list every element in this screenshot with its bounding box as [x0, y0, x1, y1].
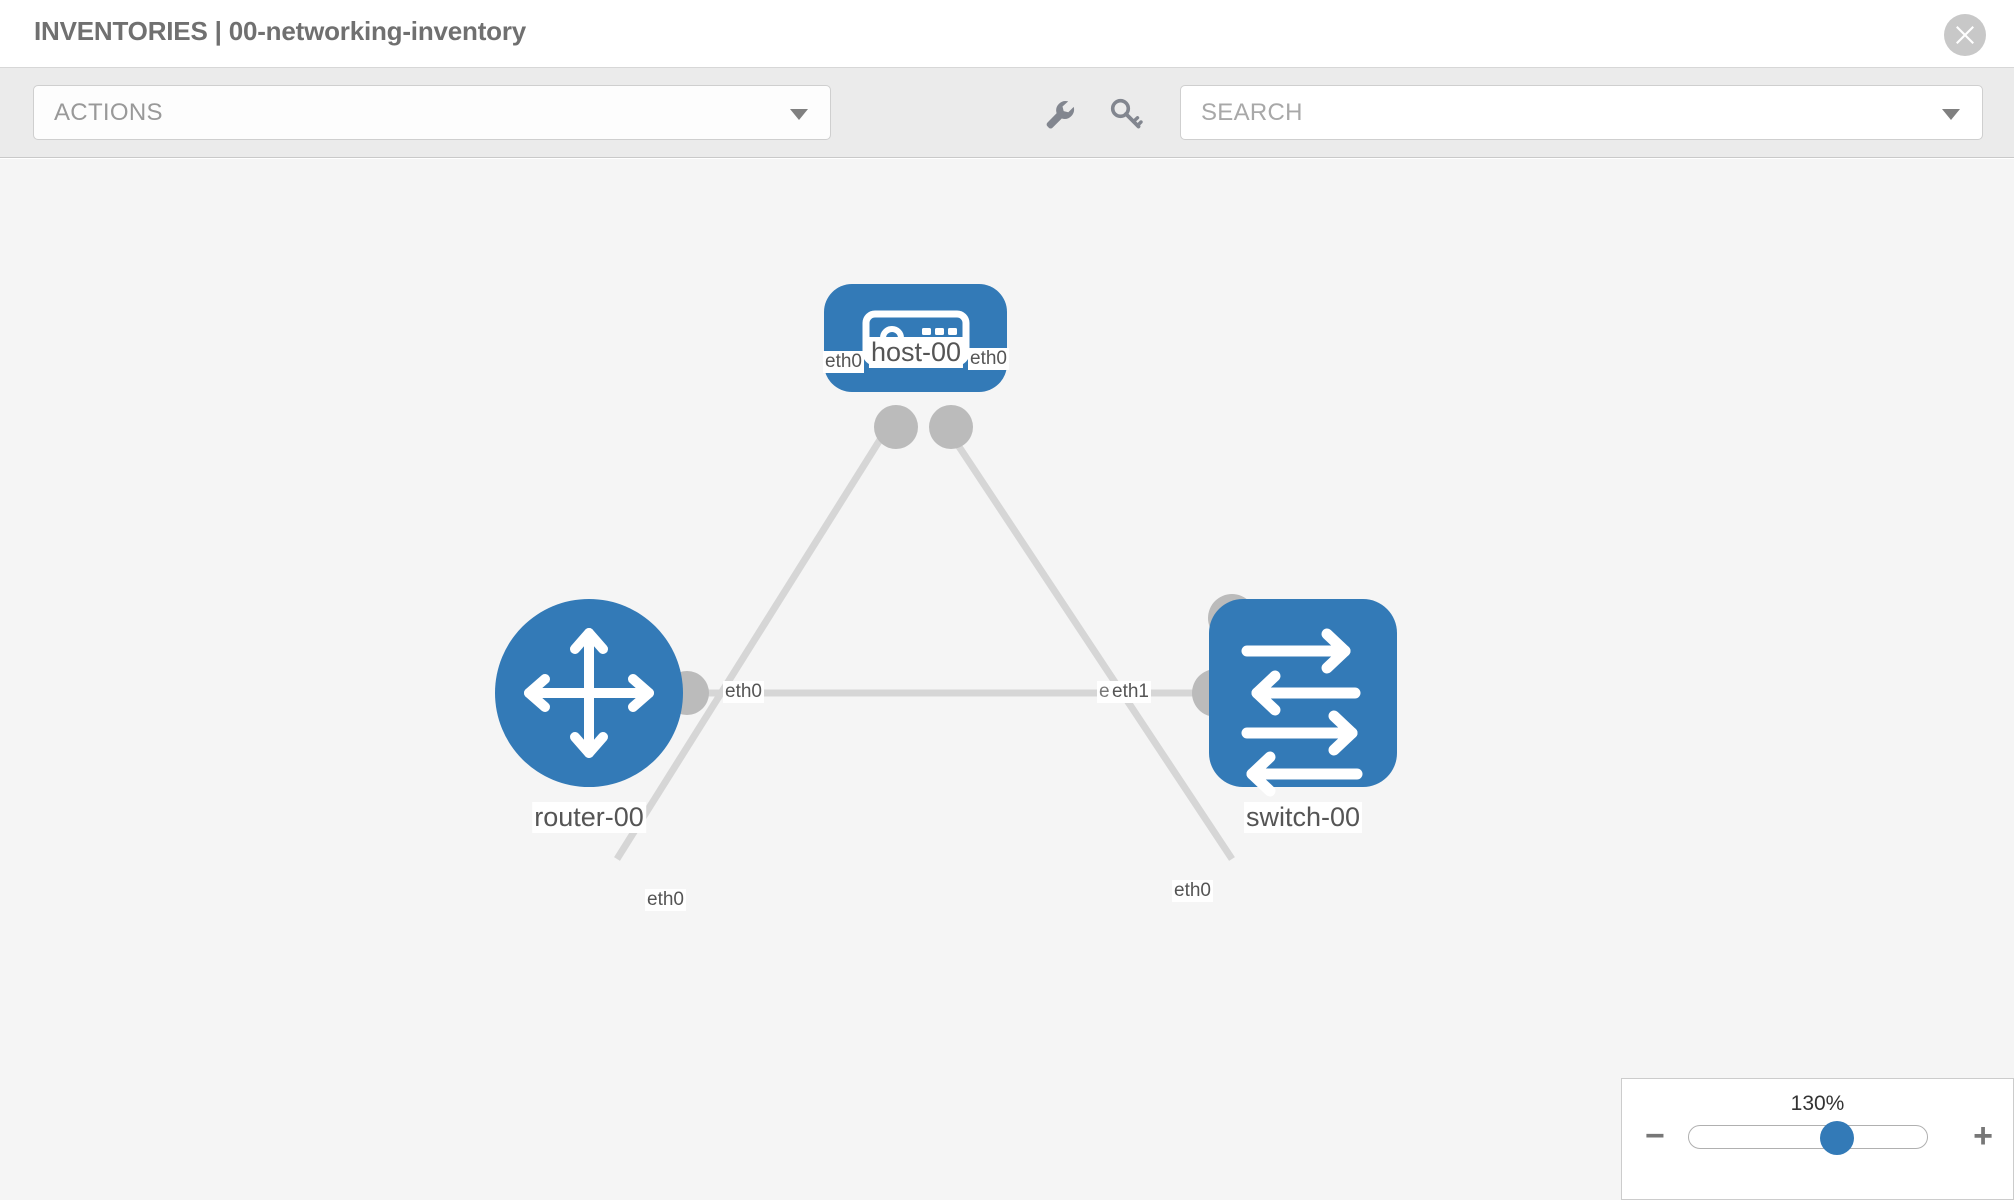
- link-host00-switch00: [943, 425, 1235, 861]
- iface-label-host00-router00: eth0: [823, 351, 864, 373]
- chevron-down-icon[interactable]: [1942, 109, 1960, 120]
- node-label-router-00: router-00: [532, 802, 646, 833]
- node-switch-00: [1209, 599, 1397, 797]
- actions-dropdown[interactable]: ACTIONS: [33, 85, 831, 140]
- link-host00-router00: [614, 425, 891, 861]
- chevron-down-icon: [790, 109, 808, 120]
- iface-label-router00-switch00: eth0: [723, 681, 764, 703]
- iface-label-switch00-router00: eth1: [1110, 681, 1151, 703]
- switch-arrows-icon: [1241, 628, 1363, 797]
- wrench-icon[interactable]: [1039, 94, 1079, 134]
- iface-label-router00-host00: eth0: [645, 889, 686, 911]
- search-placeholder: SEARCH: [1201, 99, 1303, 126]
- close-icon[interactable]: [1944, 14, 1986, 56]
- node-label-host-00: host-00: [868, 337, 964, 368]
- page-header: INVENTORIES | 00-networking-inventory: [0, 0, 2014, 68]
- zoom-slider-thumb[interactable]: [1819, 1121, 1854, 1155]
- topology-graph: [495, 284, 1397, 861]
- search-input[interactable]: SEARCH: [1180, 85, 1983, 140]
- zoom-level-value: 130%: [1790, 1092, 1845, 1115]
- connector-host00-left: [874, 405, 918, 449]
- key-icon[interactable]: [1106, 94, 1146, 134]
- node-label-switch-00: switch-00: [1243, 802, 1363, 833]
- connector-host00-right: [929, 405, 973, 449]
- zoom-control-panel: 130% − +: [1621, 1078, 2014, 1200]
- node-router-00: [495, 599, 683, 787]
- zoom-in-button[interactable]: +: [1973, 1117, 1993, 1155]
- page-title: INVENTORIES | 00-networking-inventory: [34, 16, 527, 46]
- iface-label-switch00-host00: eth0: [1172, 880, 1213, 902]
- zoom-slider-track[interactable]: [1688, 1121, 1928, 1155]
- actions-dropdown-label: ACTIONS: [54, 99, 163, 126]
- topology-links: [614, 425, 1235, 861]
- iface-label-host00-switch00: eth0: [968, 348, 1009, 370]
- router-arrows-icon: [524, 628, 654, 758]
- topology-canvas[interactable]: host-00 router-00 switch-00 eth0 eth0 et…: [0, 159, 2014, 1200]
- zoom-out-button[interactable]: −: [1645, 1117, 1665, 1155]
